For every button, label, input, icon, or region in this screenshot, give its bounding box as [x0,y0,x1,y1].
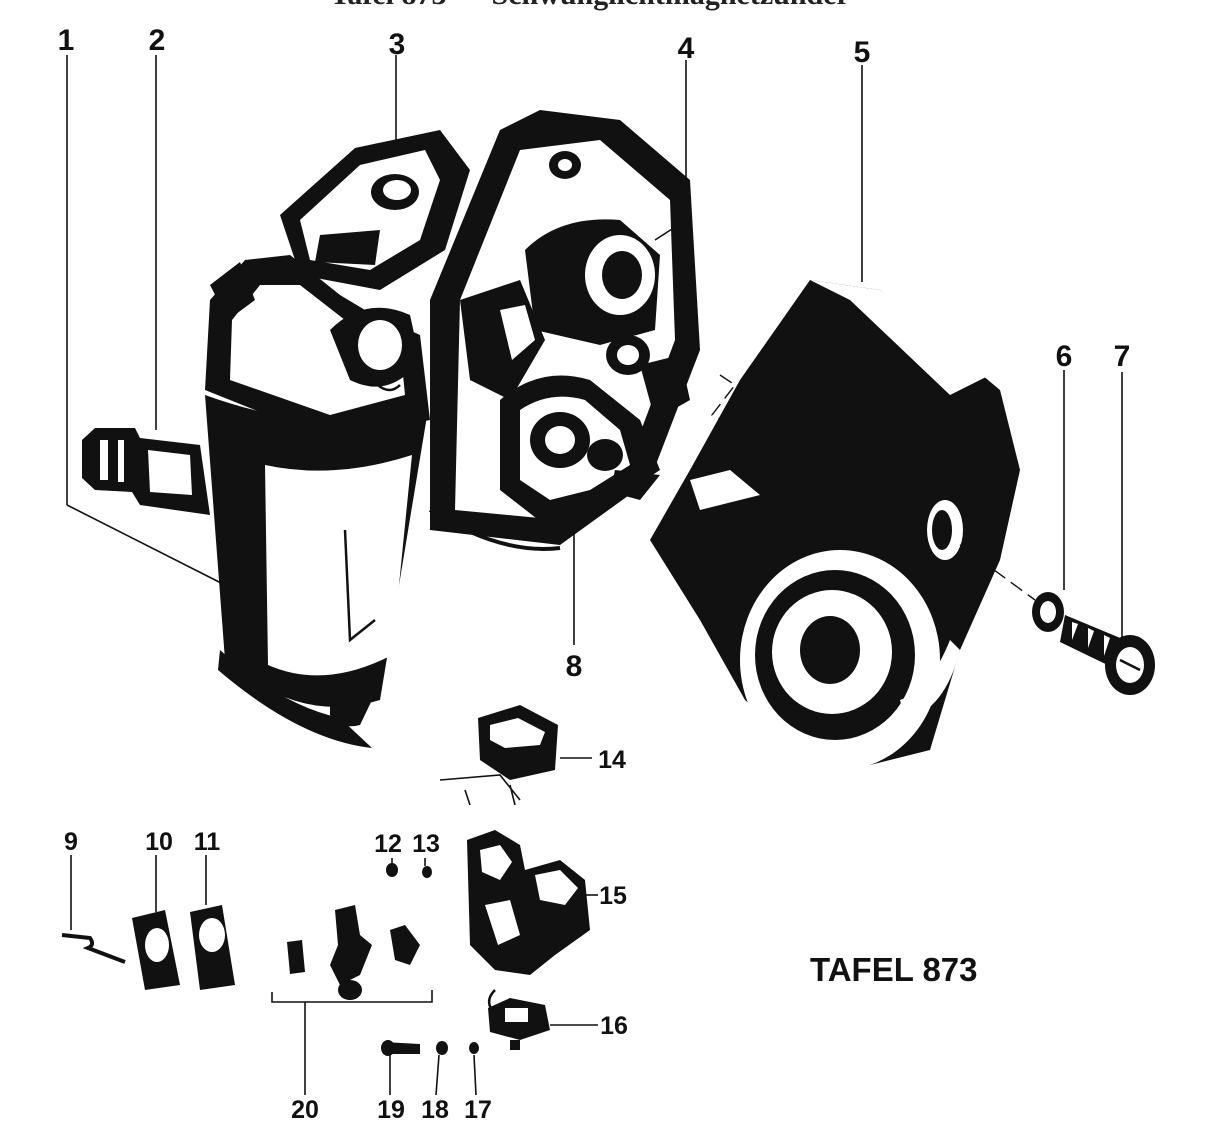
part-3-bracket [280,130,470,290]
part-5-cover-housing [650,280,1020,770]
callout-17: 17 [464,1096,492,1124]
callout-numbers: 1 2 3 4 5 6 7 8 9 10 11 12 13 14 15 16 1… [58,24,1131,1124]
callout-1: 1 [58,24,75,57]
part-11-gasket [190,905,235,990]
part-6-washer [1032,592,1064,632]
part-12-screw [386,863,398,877]
callout-13: 13 [412,830,440,858]
part-18-washer [436,1041,448,1055]
callout-4: 4 [678,32,695,65]
part-15-breaker-assembly [467,830,590,975]
callout-3: 3 [389,28,406,61]
assembly-dash-lines [710,374,1036,601]
tafel-label: TAFEL 873 [810,951,978,988]
callout-11: 11 [194,828,221,856]
housing-upper-body [205,255,430,440]
callout-16: 16 [600,1012,628,1040]
callout-12: 12 [374,830,402,858]
part-14-switch [439,705,558,806]
part-16-small-part [487,989,550,1050]
part-8-contact-breaker [500,375,660,525]
callout-19: 19 [377,1096,405,1124]
callout-9: 9 [64,828,78,856]
part-19-small-screw [381,1040,420,1056]
part-7-screw [1060,615,1155,695]
callout-6: 6 [1056,340,1073,373]
callout-15: 15 [599,882,627,910]
callout-10: 10 [145,828,173,856]
part-13-nut [422,866,432,878]
part-9-spring-clip [61,933,126,964]
header-text: Tafel 873 — Schwunglichtmagnetzünder [330,0,850,11]
part-17-nut [469,1042,479,1054]
callout-5: 5 [854,36,871,69]
callout-18: 18 [421,1096,449,1124]
callout-14: 14 [598,746,626,774]
callout-20: 20 [291,1096,319,1124]
callout-8: 8 [566,650,583,683]
callout-7: 7 [1114,340,1131,373]
part-1-ignition-coil [205,395,428,748]
part-2-connector-plug [82,428,210,515]
leader-lines [66,55,1123,1096]
part-20-parts-set [271,905,433,1003]
callout-2: 2 [149,24,166,57]
part-10-gasket [132,910,180,990]
